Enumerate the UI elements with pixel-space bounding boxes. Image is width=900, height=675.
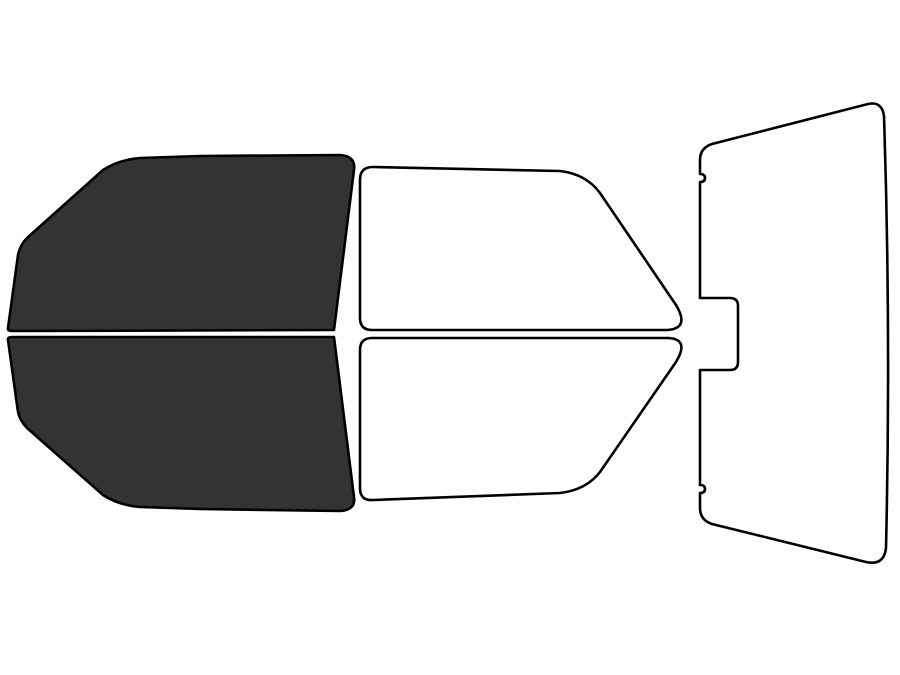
- front-door-upper-window: [6, 153, 356, 333]
- front-door-lower-window: [6, 335, 356, 513]
- rear-door-lower-window: [358, 336, 683, 502]
- rear-windshield: [698, 102, 890, 564]
- rear-door-upper-window: [358, 165, 683, 332]
